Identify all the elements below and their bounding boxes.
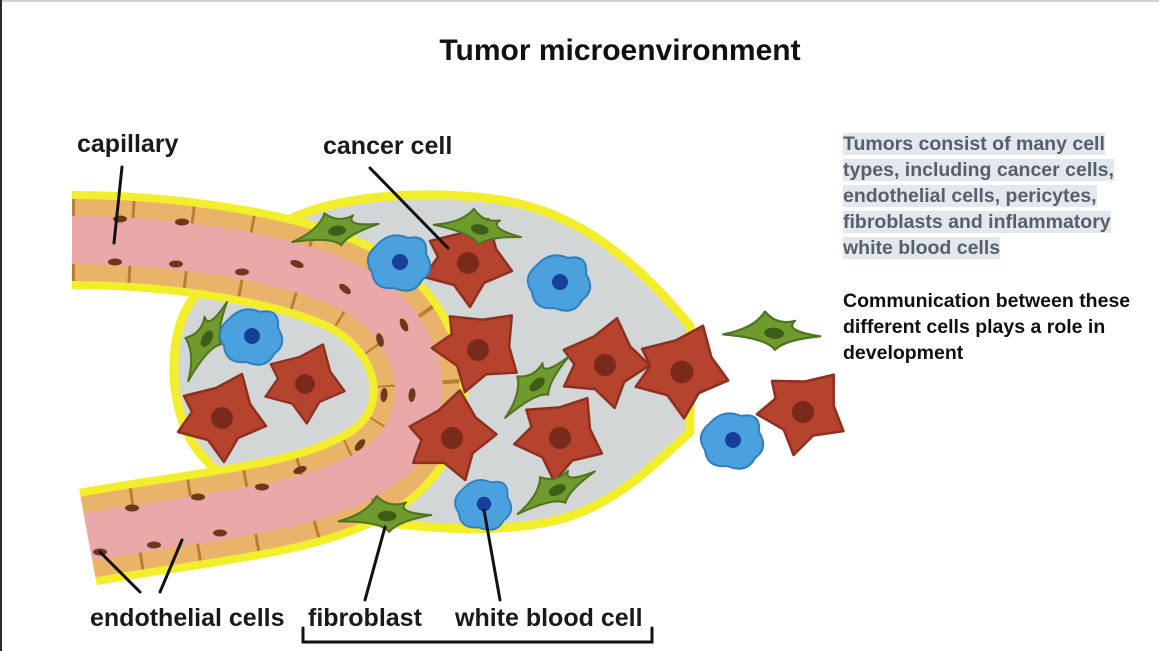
white-blood-cell-label: white blood cell xyxy=(455,604,643,632)
white-blood-cell xyxy=(699,412,765,470)
capillary-leader-line xyxy=(112,165,124,245)
page-title: Tumor microenvironment xyxy=(439,34,801,67)
white-blood-cell xyxy=(526,254,592,312)
frame-top-border xyxy=(0,0,1159,2)
endothelial-leader-line-2 xyxy=(158,538,184,594)
white-blood-cell xyxy=(366,234,432,292)
capillary-label: capillary xyxy=(77,130,179,158)
white-blood-cell xyxy=(218,308,284,366)
side-paragraph-2: Communication between these different ce… xyxy=(843,290,1131,364)
cancer-cell-leader-line xyxy=(368,166,450,250)
fibroblast-leader-line xyxy=(363,525,387,602)
white-blood-cell-leader-line xyxy=(482,508,502,602)
endothelial-nuclei xyxy=(93,215,416,556)
cell-group-bracket xyxy=(301,626,654,644)
endothelial-leader-line-1 xyxy=(98,550,142,594)
endothelial-cells-label: endothelial cells xyxy=(90,604,285,632)
white-blood-cell xyxy=(454,479,513,531)
cancer-cell xyxy=(747,356,859,468)
fibroblast-label: fibroblast xyxy=(308,604,422,632)
capillary-lumen xyxy=(71,216,443,561)
fibroblast xyxy=(721,306,824,355)
side-paragraph-1-text: Tumors consist of many cell types, inclu… xyxy=(843,133,1114,259)
frame-left-border xyxy=(0,0,2,651)
cancer-cell-label: cancer cell xyxy=(323,132,453,160)
side-paragraph-highlighted: Tumors consist of many cell types, inclu… xyxy=(843,131,1143,261)
